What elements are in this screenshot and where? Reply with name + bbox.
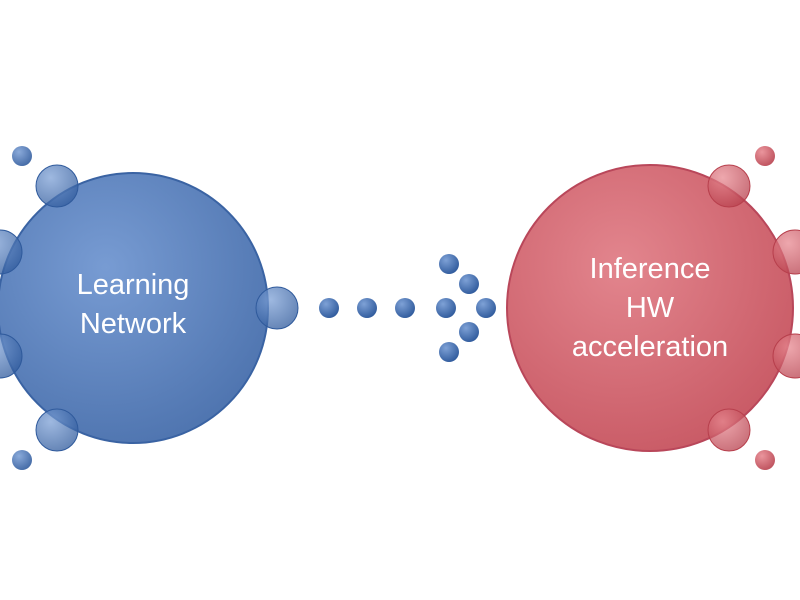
satellite-bubble — [12, 146, 32, 166]
learning-network-label-line-1: Learning — [76, 269, 190, 301]
learning-network-label: Learning Network — [28, 266, 238, 344]
inference-accel-label: Inference HW acceleration — [548, 250, 752, 367]
inference-accel-circle — [506, 164, 794, 452]
arrowhead-dot — [439, 342, 459, 362]
arrowhead-dot — [476, 298, 496, 318]
arrowhead-dot — [459, 322, 479, 342]
satellite-bubble — [707, 164, 751, 208]
arrowhead-dot — [439, 254, 459, 274]
connector-dot — [436, 298, 456, 318]
satellite-bubble — [772, 229, 800, 275]
learning-network-label-line-2: Network — [79, 308, 187, 341]
satellite-bubble — [755, 450, 775, 470]
inference-accel-label-line-3: acceleration — [571, 331, 729, 364]
satellite-bubble — [35, 164, 79, 208]
arrowhead-dot — [459, 274, 479, 294]
learning-network-node — [0, 146, 299, 470]
satellite-bubble — [707, 408, 751, 452]
inference-accel-node — [506, 146, 800, 470]
connector-dot — [357, 298, 377, 318]
inference-accel-label-line-2: HW — [625, 292, 675, 325]
satellite-bubble — [35, 408, 79, 452]
satellite-bubble — [772, 333, 800, 379]
satellite-bubble — [12, 450, 32, 470]
dotted-arrow-connector — [319, 254, 496, 362]
satellite-bubble — [0, 333, 23, 379]
satellite-bubble — [755, 146, 775, 166]
connector-dot — [319, 298, 339, 318]
connector-dot — [395, 298, 415, 318]
inference-accel-label-line-1: Inference — [589, 253, 711, 285]
satellite-bubble — [255, 286, 299, 330]
satellite-bubble — [0, 229, 23, 275]
